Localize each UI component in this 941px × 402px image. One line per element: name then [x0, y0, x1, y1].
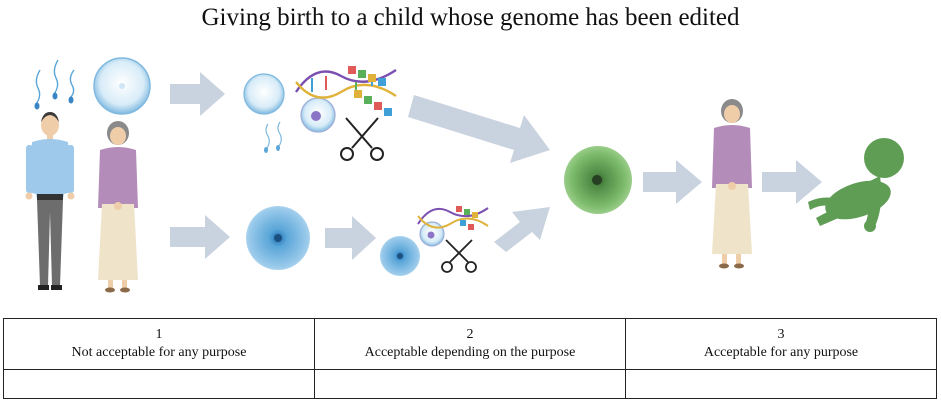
father-figure: [25, 112, 75, 290]
sperm-icon: [34, 59, 75, 110]
flow-arrow: [643, 160, 702, 204]
scale-number: 1: [155, 327, 163, 342]
mother-figure: [98, 121, 138, 293]
diagram-title: Giving birth to a child whose genome has…: [201, 4, 740, 31]
flow-arrow: [325, 216, 376, 260]
scale-label: Not acceptable for any purpose: [71, 345, 247, 360]
scale-number: 3: [777, 327, 785, 342]
flow-arrow: [494, 207, 550, 252]
scale-number: 2: [466, 327, 474, 342]
egg-cell-icon: [243, 73, 285, 115]
response-cell-3[interactable]: [625, 369, 937, 399]
scale-option-1: 1 Not acceptable for any purpose: [3, 318, 315, 370]
scale-option-2: 2 Acceptable depending on the purpose: [314, 318, 626, 370]
scissors-icon: [340, 117, 384, 161]
response-cell-1[interactable]: [3, 369, 315, 399]
embryo-icon: [564, 146, 632, 214]
sperm-icon: [264, 121, 282, 153]
response-scale-table: 1 Not acceptable for any purpose 2 Accep…: [3, 318, 937, 399]
egg-cell-icon: [93, 57, 151, 115]
egg-cell-icon: [380, 236, 420, 276]
mother-figure: [712, 99, 752, 269]
scale-option-3: 3 Acceptable for any purpose: [625, 318, 937, 370]
dna-helix-icon: [417, 206, 489, 230]
scale-label: Acceptable for any purpose: [703, 345, 859, 360]
flow-arrow: [762, 160, 822, 204]
zygote-icon: [300, 97, 336, 133]
dna-helix-icon: [295, 66, 397, 116]
baby-icon: [808, 138, 904, 232]
zygote-icon: [419, 221, 445, 247]
response-cell-2[interactable]: [314, 369, 626, 399]
flow-arrow: [170, 215, 230, 259]
scissors-icon: [441, 239, 477, 273]
flow-arrow: [170, 72, 225, 116]
flow-arrow: [408, 95, 550, 163]
genome-editing-illustration: [25, 57, 904, 293]
scale-label: Acceptable depending on the purpose: [364, 345, 576, 360]
egg-cell-icon: [246, 206, 310, 270]
